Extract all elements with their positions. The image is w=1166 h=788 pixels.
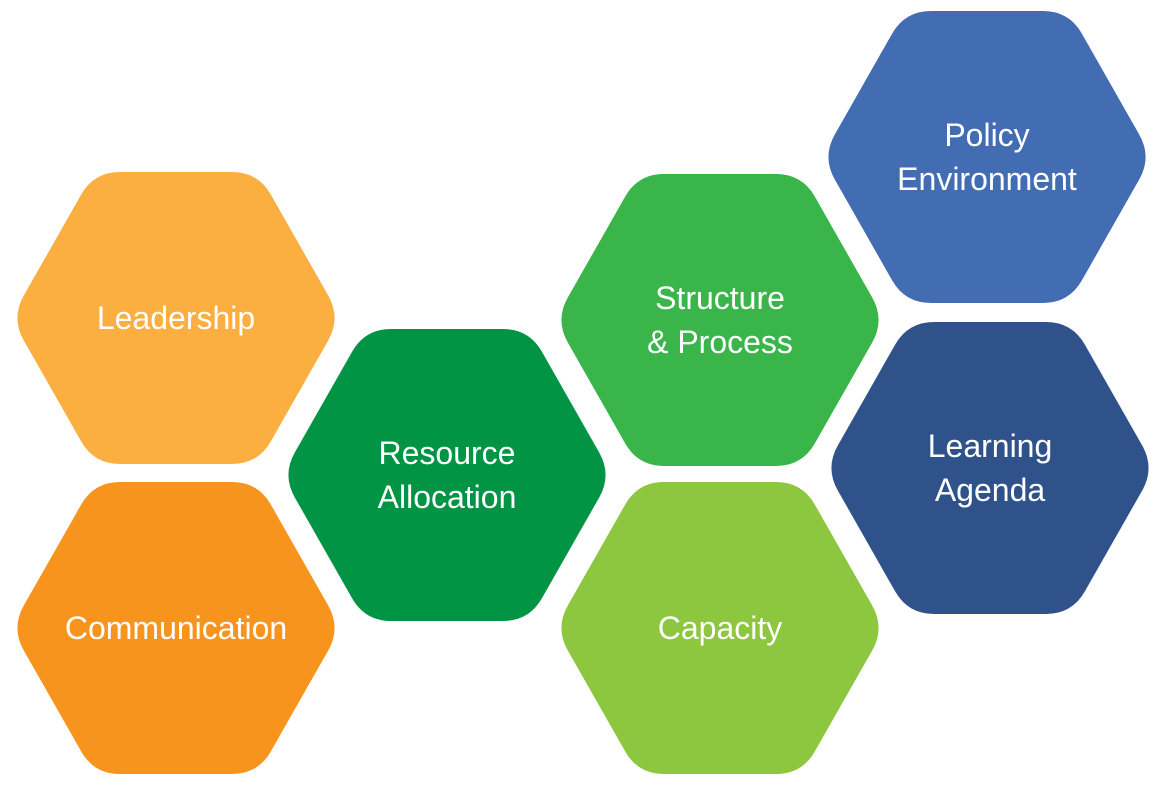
hexagon-label-communication-line-1: Communication	[65, 610, 287, 646]
hexagon-shape-structure-process	[561, 174, 879, 466]
hexagon-label-structure-process-line-2: & Process	[647, 324, 793, 360]
hexagon-communication: Communication	[17, 482, 335, 774]
hexagon-label-leadership-line-1: Leadership	[97, 300, 255, 336]
hexagon-label-resource-allocation-line-1: Resource	[379, 435, 516, 471]
hexagon-shape-capacity	[561, 482, 879, 774]
hexagon-shape-resource-allocation	[288, 329, 606, 621]
hexagon-label-learning-agenda-line-1: Learning	[928, 428, 1053, 464]
hexagon-label-learning-agenda-line-2: Agenda	[935, 472, 1046, 508]
hexagon-label-capacity-line-1: Capacity	[658, 610, 783, 646]
hexagon-shape-learning-agenda	[831, 322, 1149, 614]
hexagon-label-policy-environment-line-2: Environment	[897, 161, 1077, 197]
hexagon-label-policy-environment-line-1: Policy	[944, 117, 1029, 153]
hexagon-capacity: Capacity	[561, 482, 879, 774]
hexagon-label-structure-process-line-1: Structure	[655, 280, 785, 316]
hexagon-label-resource-allocation-line-2: Allocation	[378, 479, 517, 515]
hexagon-shape-communication	[17, 482, 335, 774]
hexagon-shape-leadership	[17, 172, 335, 464]
hexagon-leadership: Leadership	[17, 172, 335, 464]
hexagon-structure-process: Structure & Process	[561, 174, 879, 466]
hexagon-shape-policy-environment	[828, 11, 1146, 303]
